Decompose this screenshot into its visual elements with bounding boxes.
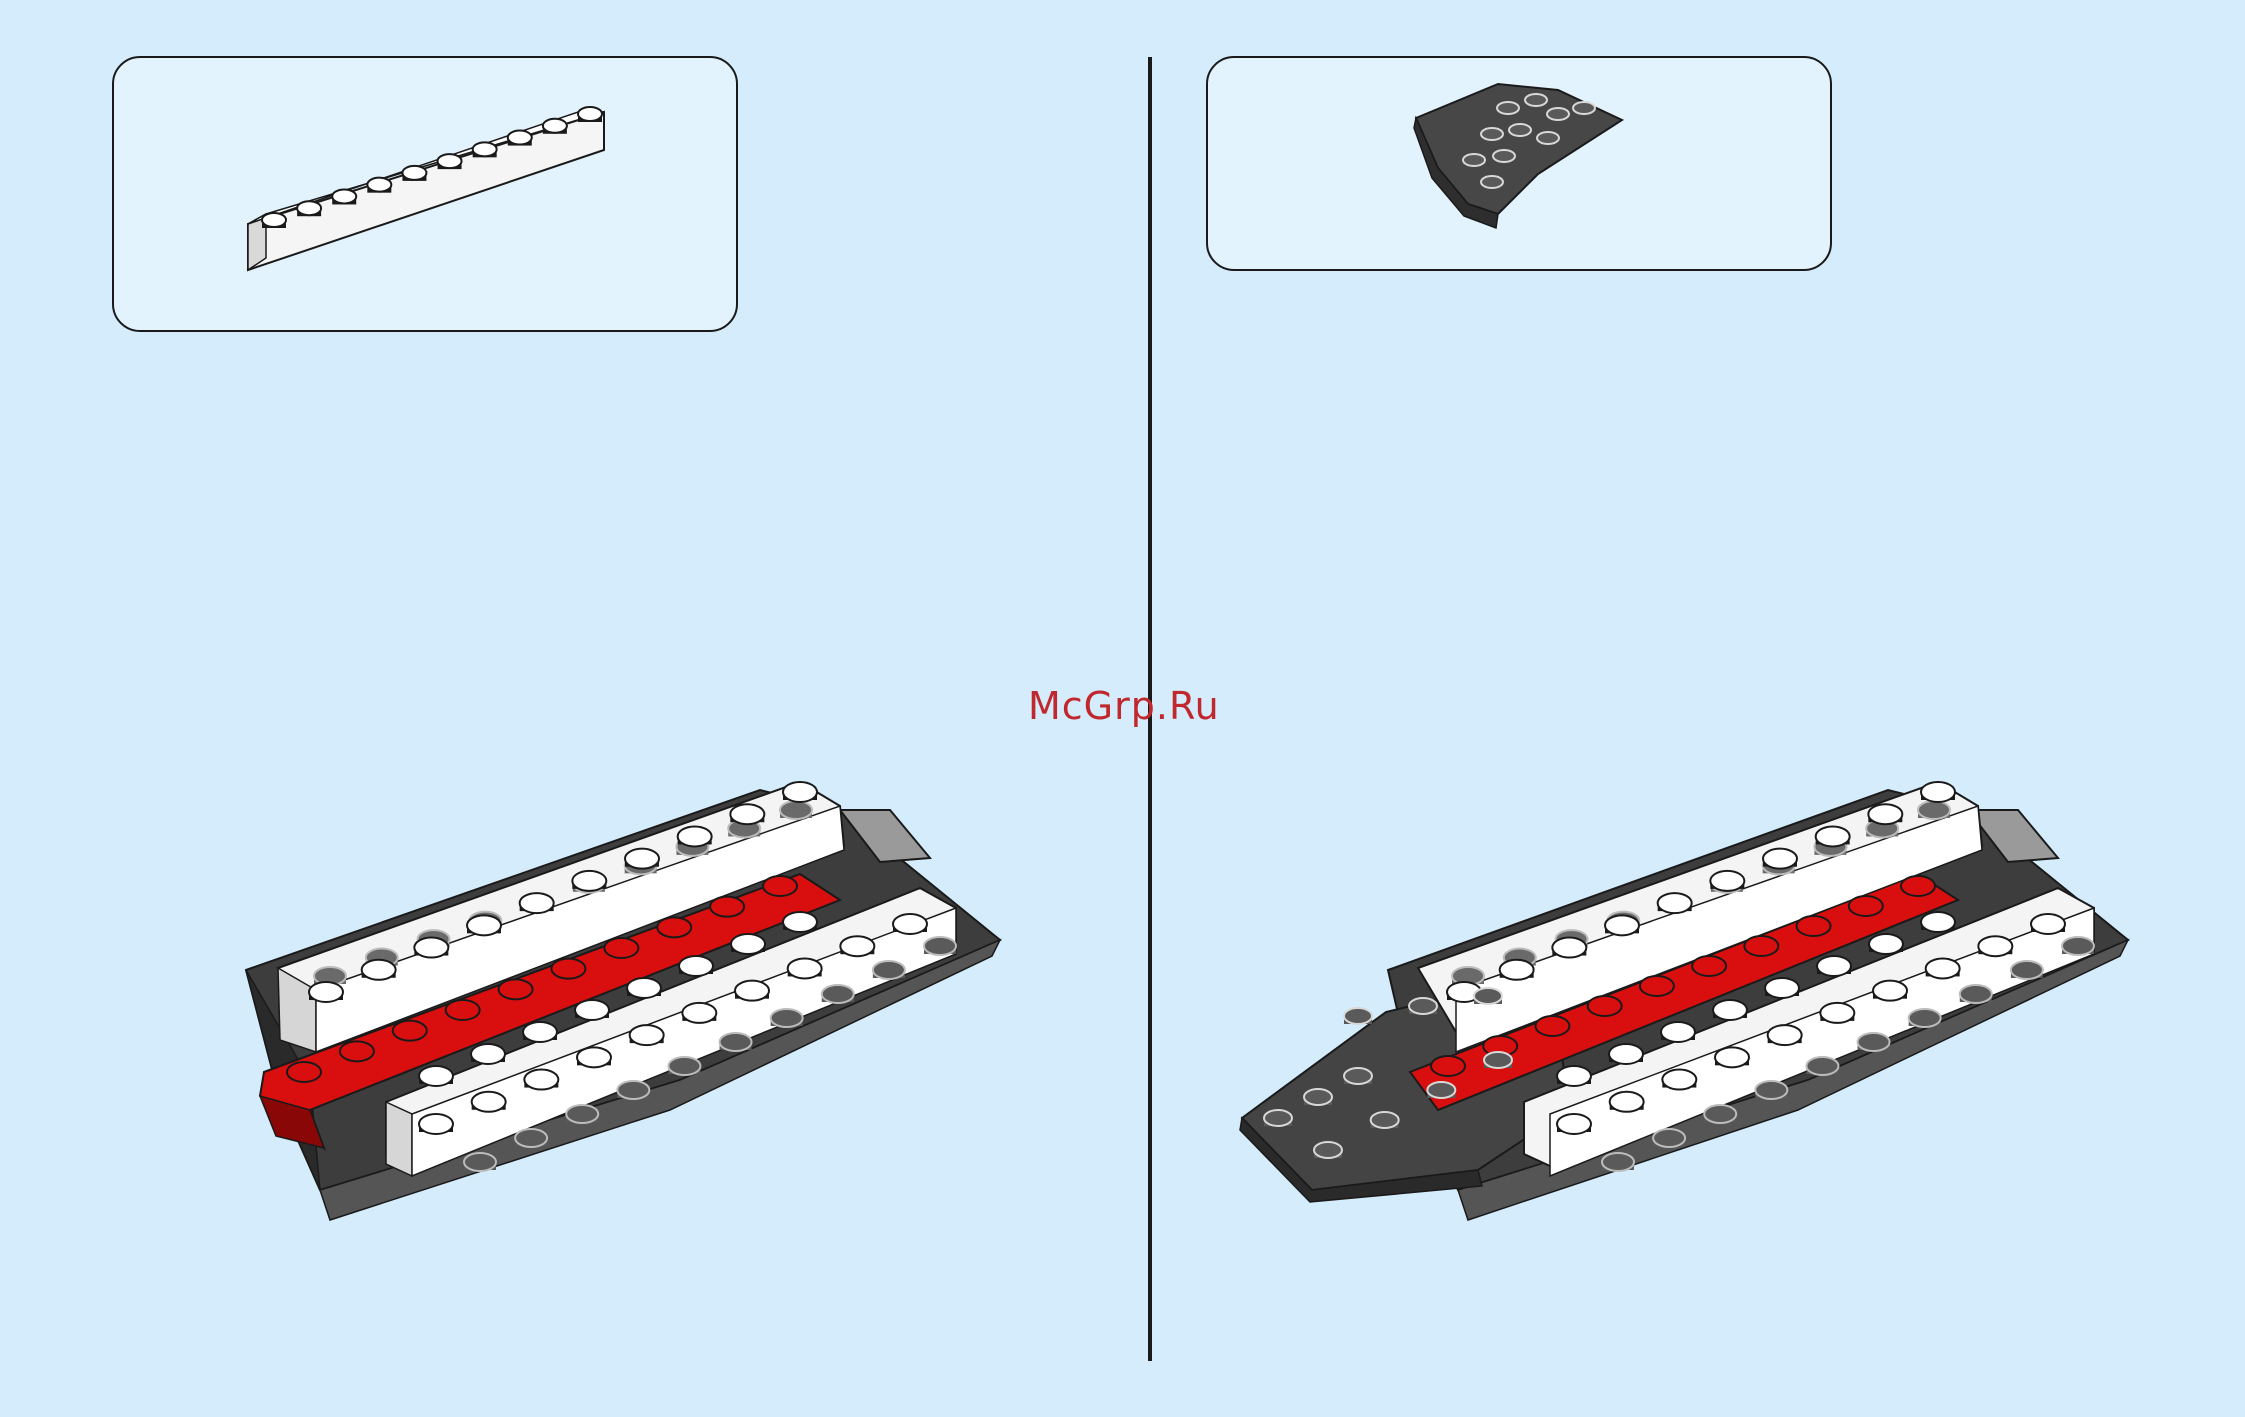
boat-hull-assembly-left-icon	[240, 750, 1000, 1200]
watermark-text: McGrp.Ru	[1028, 684, 1220, 728]
parts-callout-right	[1206, 56, 1832, 271]
parts-callout-left	[112, 56, 738, 332]
boat-hull-assembly-right-icon	[1238, 750, 2138, 1200]
dark-gray-wedge-plate-icon	[1408, 78, 1638, 238]
white-brick-1x10-icon	[244, 76, 624, 286]
